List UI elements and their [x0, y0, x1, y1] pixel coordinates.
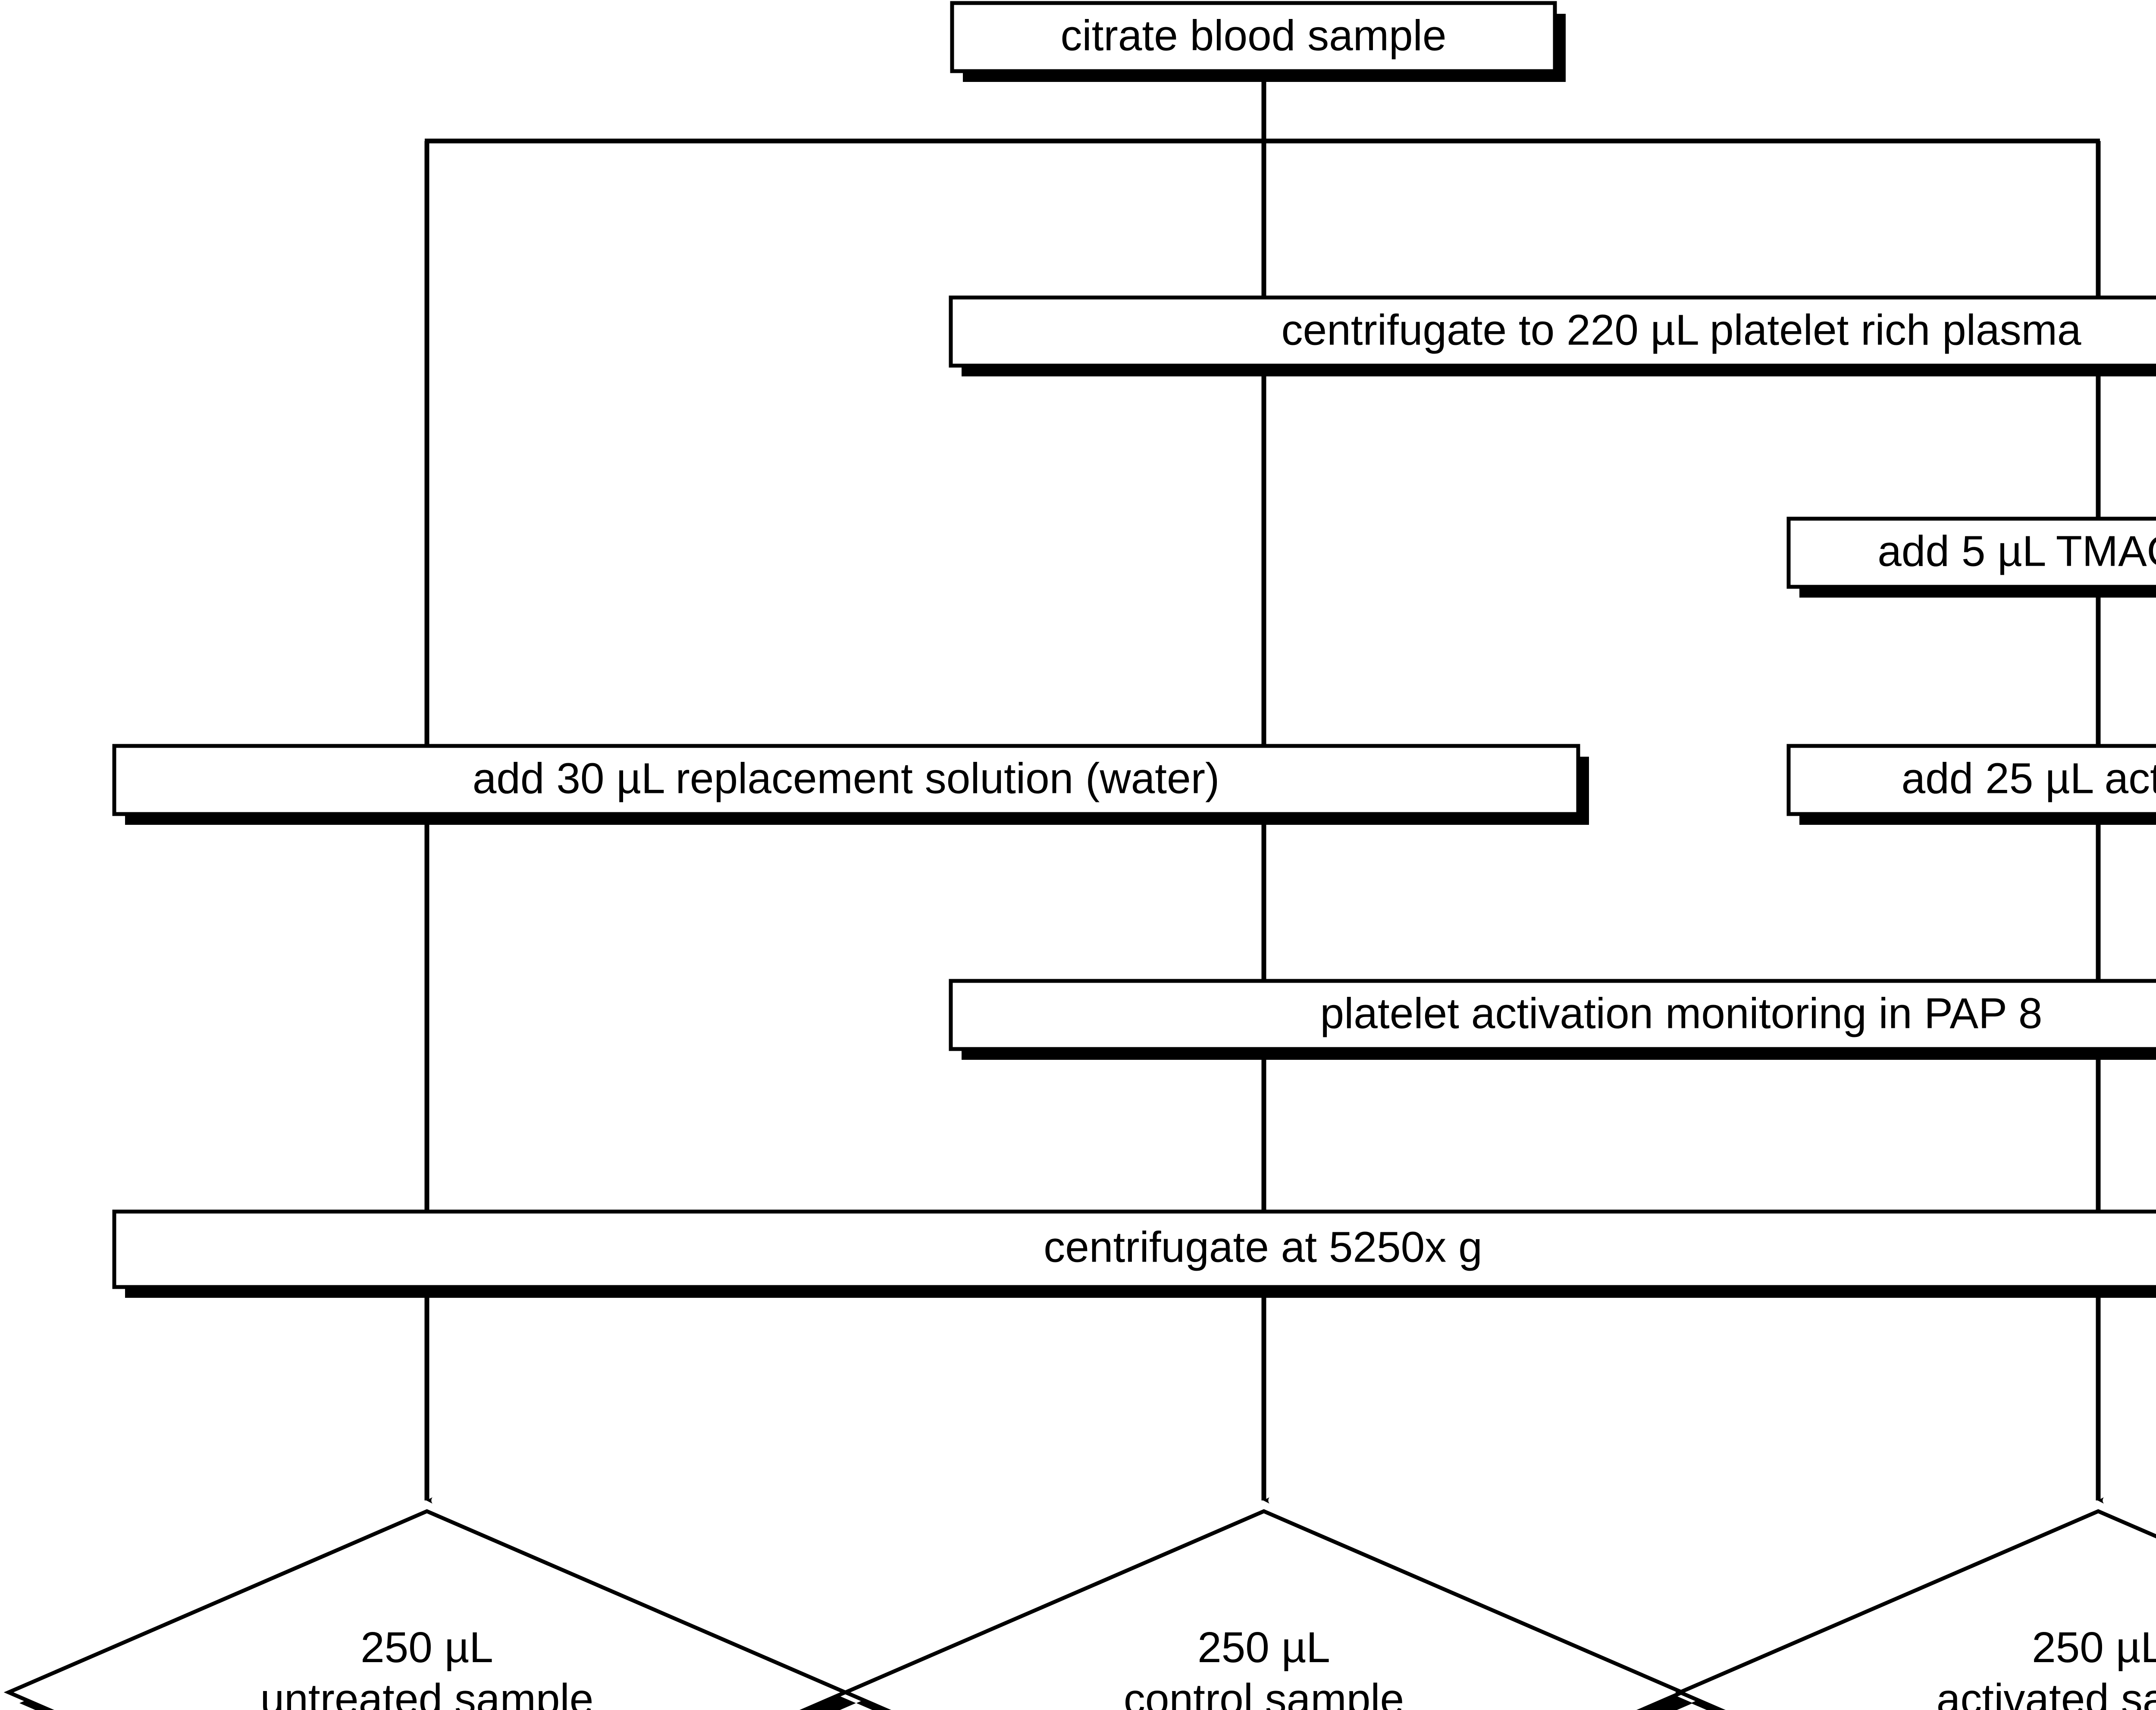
node-box	[1786, 517, 2156, 589]
output-untreated-sample[interactable]: 250 µL untreated sample	[3, 1509, 856, 1710]
node-label: add 30 µL replacement solution (water)	[473, 754, 1220, 802]
diamond-shape	[840, 1509, 1687, 1710]
node-replacement-solution[interactable]: add 30 µL replacement solution (water)	[112, 744, 1589, 825]
node-centrifugate-prp[interactable]: centrifugate to 220 µL platelet rich pla…	[949, 295, 2156, 376]
node-citrate-blood-sample[interactable]: citrate blood sample	[950, 1, 1566, 82]
node-label: add 25 µL activator	[1902, 754, 2156, 802]
node-box	[112, 744, 1580, 816]
node-centrifugate-5250[interactable]: centrifugate at 5250x g	[112, 1209, 2156, 1298]
output-label-line1: 250 µL	[2032, 1623, 2156, 1672]
node-box	[950, 1, 1557, 73]
node-box	[949, 979, 2156, 1051]
node-label: platelet activation monitoring in PAP 8	[1320, 989, 2042, 1037]
output-label-line1: 250 µL	[1197, 1623, 1330, 1672]
diamond-shape	[1675, 1509, 2156, 1710]
output-label-line2: untreated sample	[260, 1675, 594, 1710]
diamond-shape	[3, 1509, 850, 1710]
node-box	[1786, 744, 2156, 816]
node-label: add 5 µL TMAO spike	[1877, 527, 2156, 575]
node-box	[112, 1209, 2156, 1289]
node-box	[949, 295, 2156, 368]
node-activator[interactable]: add 25 µL activator B	[1786, 740, 2156, 825]
node-label: centrifugate at 5250x g	[1044, 1223, 1482, 1271]
node-label: citrate blood sample	[1061, 11, 1447, 60]
output-activated-sample[interactable]: 250 µL activated sample	[1675, 1509, 2156, 1710]
output-label-line2: activated sample	[1937, 1675, 2156, 1710]
node-tmao-spike[interactable]: add 5 µL TMAO spike A	[1786, 513, 2156, 598]
node-pap8-monitoring[interactable]: platelet activation monitoring in PAP 8	[949, 979, 2156, 1060]
output-label-line1: 250 µL	[360, 1623, 493, 1672]
output-control-sample[interactable]: 250 µL control sample	[840, 1509, 1693, 1710]
node-label: centrifugate to 220 µL platelet rich pla…	[1282, 306, 2081, 354]
output-label-line2: control sample	[1124, 1675, 1404, 1710]
